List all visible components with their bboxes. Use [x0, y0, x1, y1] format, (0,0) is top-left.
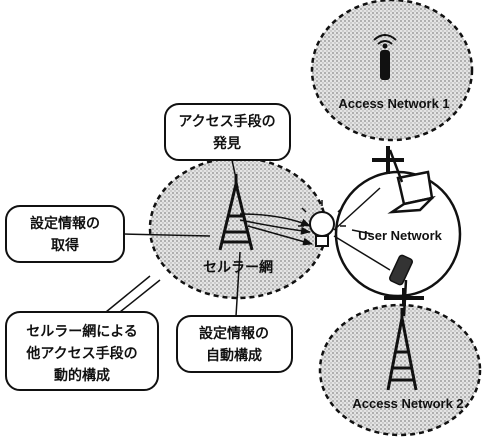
callout-autoconfig-line-1: 設定情報の	[199, 325, 269, 342]
user-network-label: User Network	[358, 228, 443, 243]
callout-acquire-line-2: 取得	[51, 237, 79, 254]
user-network: User Network	[334, 170, 462, 298]
access-network-1-label: Access Network 1	[338, 96, 449, 111]
callout-dynamic-line-3: 動的構成	[54, 367, 110, 384]
callout-discover-line-1: アクセス手段の	[178, 113, 275, 130]
callout-acquire-line-1: 設定情報の	[30, 215, 100, 232]
callout-acquire-config: 設定情報の 取得	[5, 205, 211, 263]
access-network-2: Access Network 2	[318, 303, 482, 437]
laptop-icon	[387, 170, 436, 214]
callout-discover-access: アクセス手段の 発見	[164, 103, 291, 189]
callout-auto-config: 設定情報の 自動構成	[176, 251, 293, 373]
callout-autoconfig-line-2: 自動構成	[206, 347, 262, 364]
access-network-1: Access Network 1	[310, 0, 474, 142]
access-network-2-label: Access Network 2	[352, 396, 463, 411]
callout-dynamic-line-1: セルラー網による	[26, 323, 138, 340]
mobile-phone-icon	[388, 254, 414, 286]
callout-dynamic-config: セルラー網による 他アクセス手段の 動的構成	[5, 275, 161, 391]
cellular-network-label: セルラー網	[203, 259, 273, 276]
callout-discover-line-2: 発見	[212, 135, 241, 152]
lightbulb-icon	[298, 200, 346, 247]
cell-tower-icon	[386, 308, 418, 391]
callout-dynamic-line-2: 他アクセス手段の	[25, 345, 137, 362]
wifi-access-point-icon	[373, 34, 397, 80]
